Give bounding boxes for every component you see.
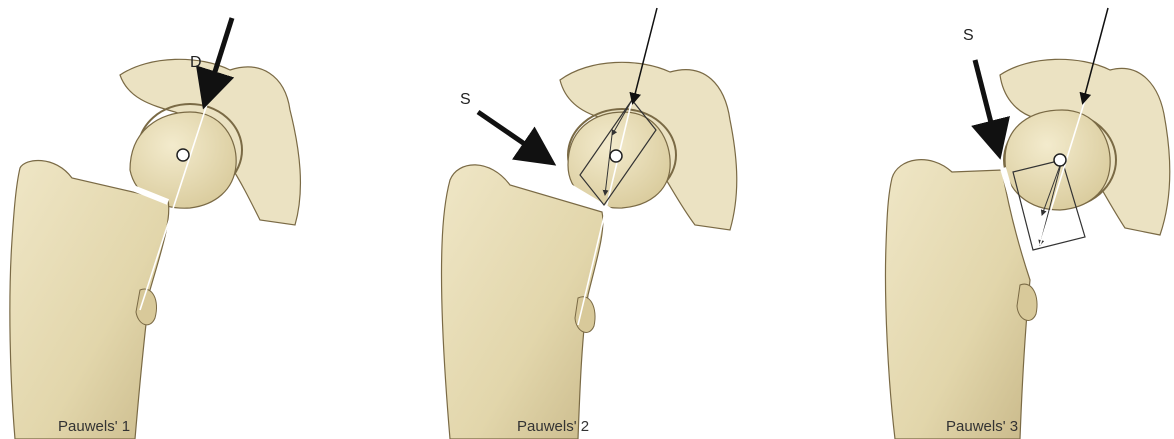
lesser-trochanter xyxy=(1017,284,1037,320)
panel-3-caption: Pauwels' 3 xyxy=(946,418,1018,435)
panel-2-caption: Pauwels' 2 xyxy=(517,418,589,435)
lesser-trochanter xyxy=(575,297,595,333)
center-of-rotation-marker xyxy=(177,149,189,161)
shear-force-arrow xyxy=(478,112,548,160)
force-label: D xyxy=(190,54,202,71)
shear-force-arrow xyxy=(975,60,998,150)
force-label: S xyxy=(963,27,974,44)
panel-pauwels-1: D xyxy=(10,18,301,439)
panel-pauwels-3: S xyxy=(885,8,1169,439)
lesser-trochanter xyxy=(136,289,157,325)
center-of-rotation-marker xyxy=(610,150,622,162)
panel-pauwels-2: S xyxy=(442,8,737,439)
femur-shaft xyxy=(885,160,1030,439)
center-of-rotation-marker xyxy=(1054,154,1066,166)
force-label: S xyxy=(460,91,471,108)
panel-1-caption: Pauwels' 1 xyxy=(58,418,130,435)
